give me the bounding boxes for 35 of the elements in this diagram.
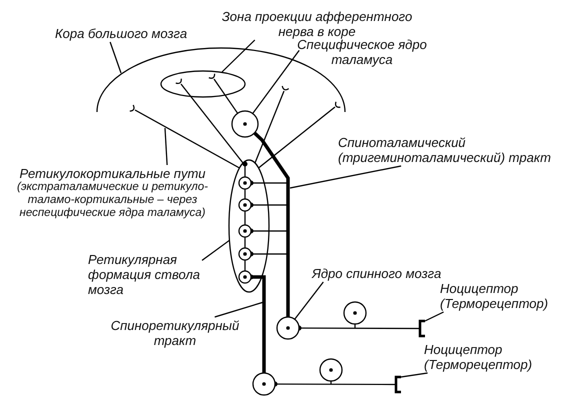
pathway-label: (экстраталамические и ретикуло-таламо-кортикальные – через неспецифические ядра таламуса) bbox=[16, 181, 210, 220]
structure-label: Ретикулярная формация ствола мозга bbox=[88, 252, 202, 297]
nerve-fiber bbox=[272, 382, 396, 387]
nerve-fiber bbox=[242, 162, 248, 177]
nerve-fiber bbox=[175, 78, 244, 164]
nerve-fiber bbox=[208, 73, 238, 114]
leader-line bbox=[214, 301, 264, 318]
leader-line bbox=[400, 372, 428, 378]
nerve-fiber bbox=[296, 326, 420, 331]
leader-line bbox=[110, 42, 122, 74]
nerve-fiber bbox=[244, 211, 246, 225]
tract-label: Спиноталамический (тригеминоталамический) тракт bbox=[338, 135, 552, 165]
structure-label: Ядро спинного мозга bbox=[312, 266, 442, 281]
structure-label: Зона проекции афферентного нерва в коре bbox=[220, 9, 414, 39]
leader-line bbox=[252, 50, 300, 114]
receptor-label: Ноцицептор (Терморецептор) bbox=[424, 342, 534, 372]
leader-line bbox=[294, 282, 324, 320]
leader-line bbox=[424, 311, 444, 322]
nerve-fiber bbox=[248, 252, 289, 317]
structure-label: Специфическое ядро таламуса bbox=[297, 37, 428, 67]
nerve-fiber bbox=[244, 260, 246, 271]
nerve-tract bbox=[248, 274, 266, 373]
nerve-fiber bbox=[244, 237, 246, 248]
nerve-fiber bbox=[258, 101, 341, 168]
leader-line bbox=[202, 240, 230, 261]
nerve-fiber bbox=[244, 189, 246, 199]
leader-line bbox=[222, 40, 256, 72]
tract-label: Спиноретикулярный тракт bbox=[110, 318, 240, 348]
leader-line bbox=[164, 128, 168, 166]
nerve-fiber bbox=[254, 85, 290, 164]
leader-line bbox=[290, 165, 402, 189]
receptor-label: Ноцицептор (Терморецептор) bbox=[440, 281, 550, 311]
pathway-label: Ретикулокортикальные пути bbox=[18, 166, 207, 181]
nerve-fiber bbox=[129, 104, 240, 169]
structure-label: Кора большого мозга bbox=[55, 26, 188, 41]
